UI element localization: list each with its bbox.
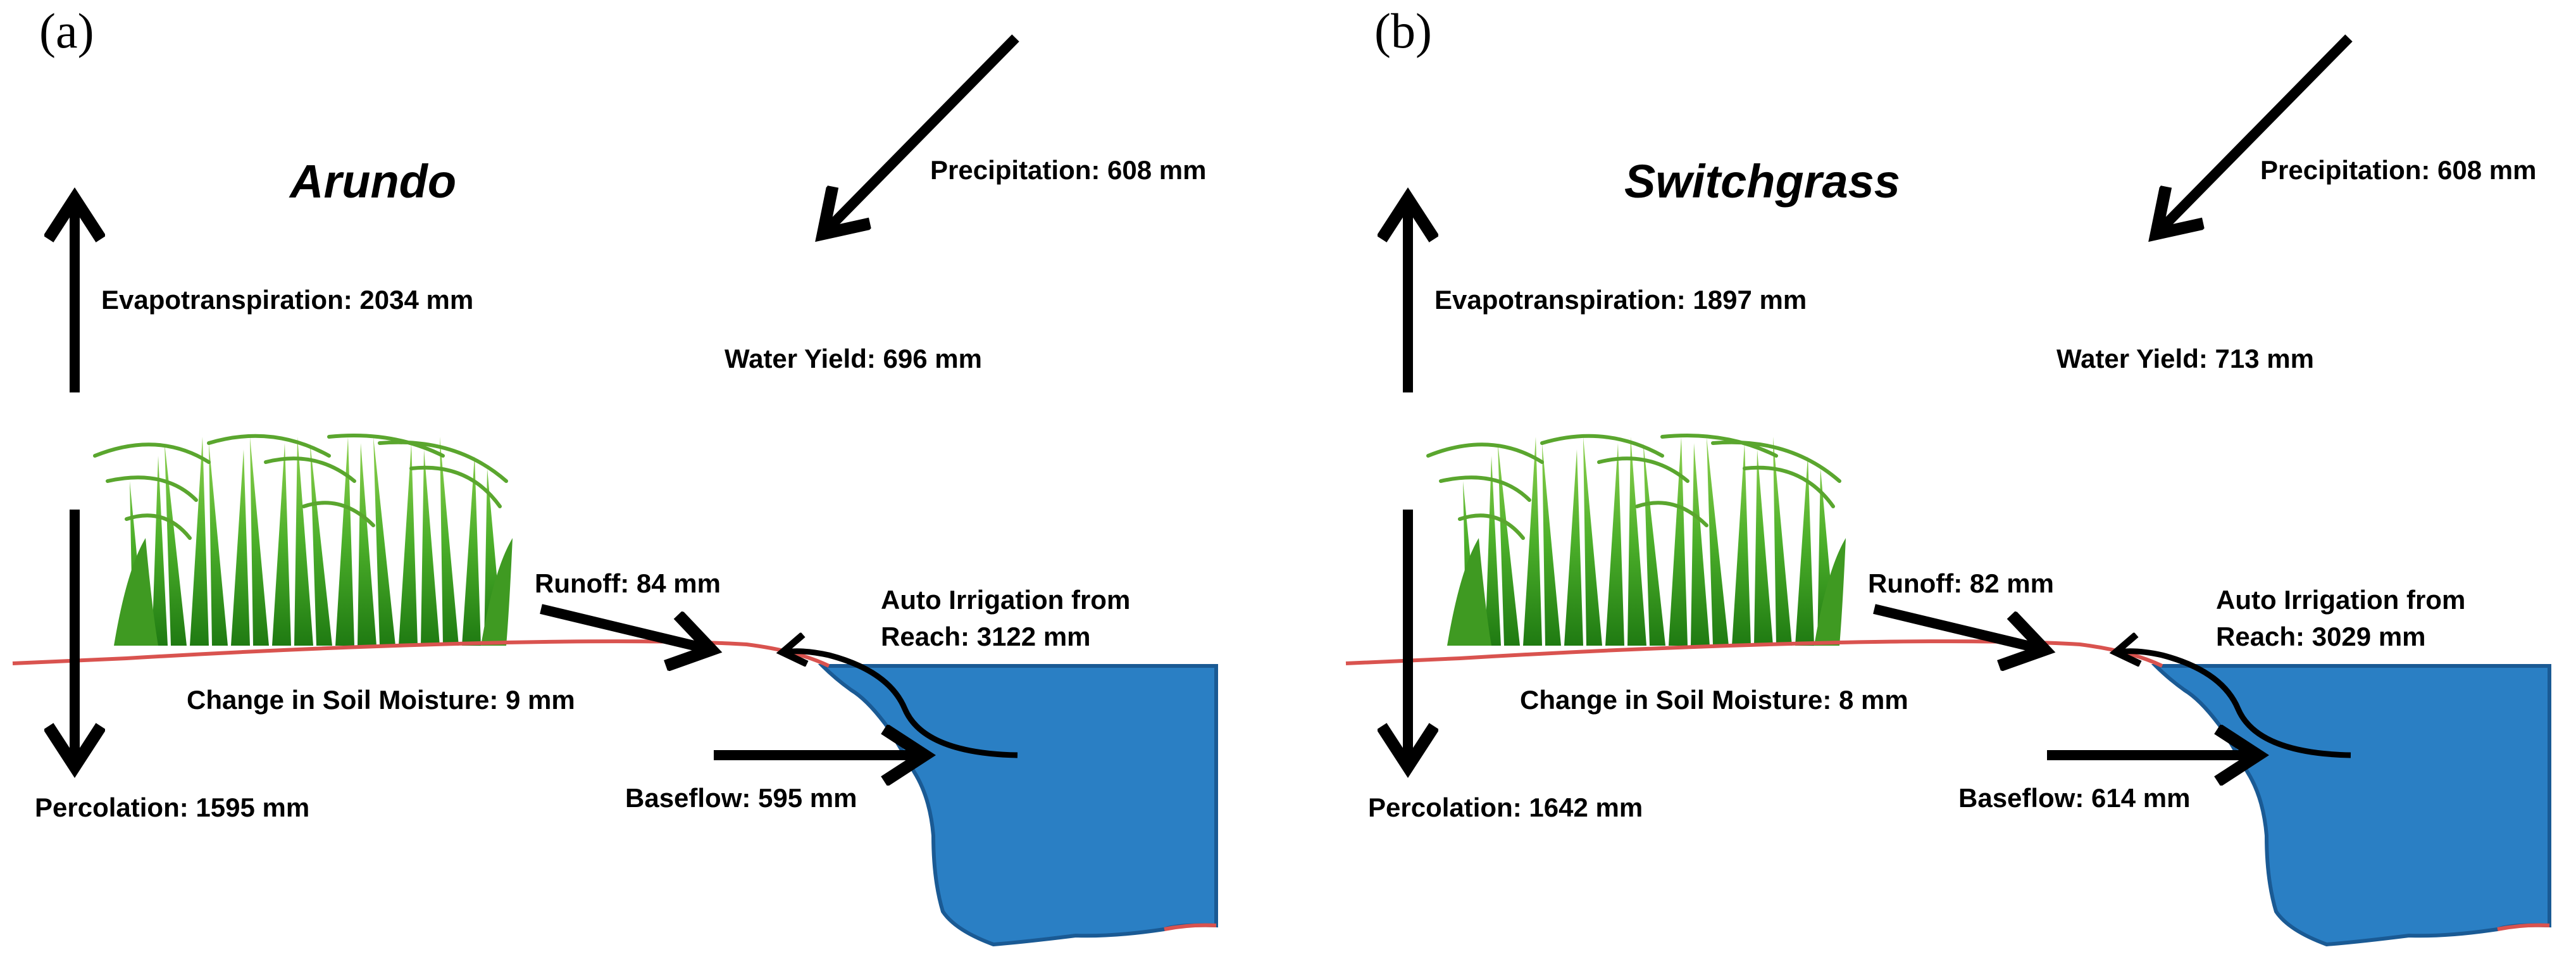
- panel-b: (b) Switchgrass Precipitation: 608 mm Ev…: [1346, 3, 2549, 944]
- water-yield-label: Water Yield: 713 mm: [2056, 344, 2314, 373]
- panel-a: (a) Arundo Precipitation: 608 mm Evapotr…: [13, 3, 1216, 944]
- crop-title: Switchgrass: [1624, 155, 1900, 208]
- auto-irrigation-label-line2: Reach: 3122 mm: [881, 622, 1091, 651]
- crop-title: Arundo: [289, 155, 456, 208]
- auto-irrigation-label-line1: Auto Irrigation from: [881, 585, 1130, 615]
- soil-moisture-label: Change in Soil Moisture: 9 mm: [187, 685, 575, 715]
- soil-moisture-label: Change in Soil Moisture: 8 mm: [1520, 685, 1908, 715]
- runoff-label: Runoff: 84 mm: [535, 568, 721, 598]
- evapotranspiration-label: Evapotranspiration: 2034 mm: [101, 285, 473, 315]
- percolation-label: Percolation: 1595 mm: [35, 793, 309, 822]
- precipitation-label: Precipitation: 608 mm: [2260, 155, 2536, 185]
- baseflow-label: Baseflow: 614 mm: [1958, 783, 2190, 813]
- auto-irrigation-label-line2: Reach: 3029 mm: [2216, 622, 2426, 651]
- auto-irrigation-label-line1: Auto Irrigation from: [2216, 585, 2465, 615]
- panel-letter: (b): [1374, 3, 1432, 58]
- water-yield-label: Water Yield: 696 mm: [725, 344, 982, 373]
- evapotranspiration-label: Evapotranspiration: 1897 mm: [1434, 285, 1807, 315]
- percolation-label: Percolation: 1642 mm: [1368, 793, 1643, 822]
- baseflow-label: Baseflow: 595 mm: [625, 783, 857, 813]
- precipitation-label: Precipitation: 608 mm: [930, 155, 1206, 185]
- panel-letter: (a): [39, 3, 94, 58]
- runoff-label: Runoff: 82 mm: [1868, 568, 2054, 598]
